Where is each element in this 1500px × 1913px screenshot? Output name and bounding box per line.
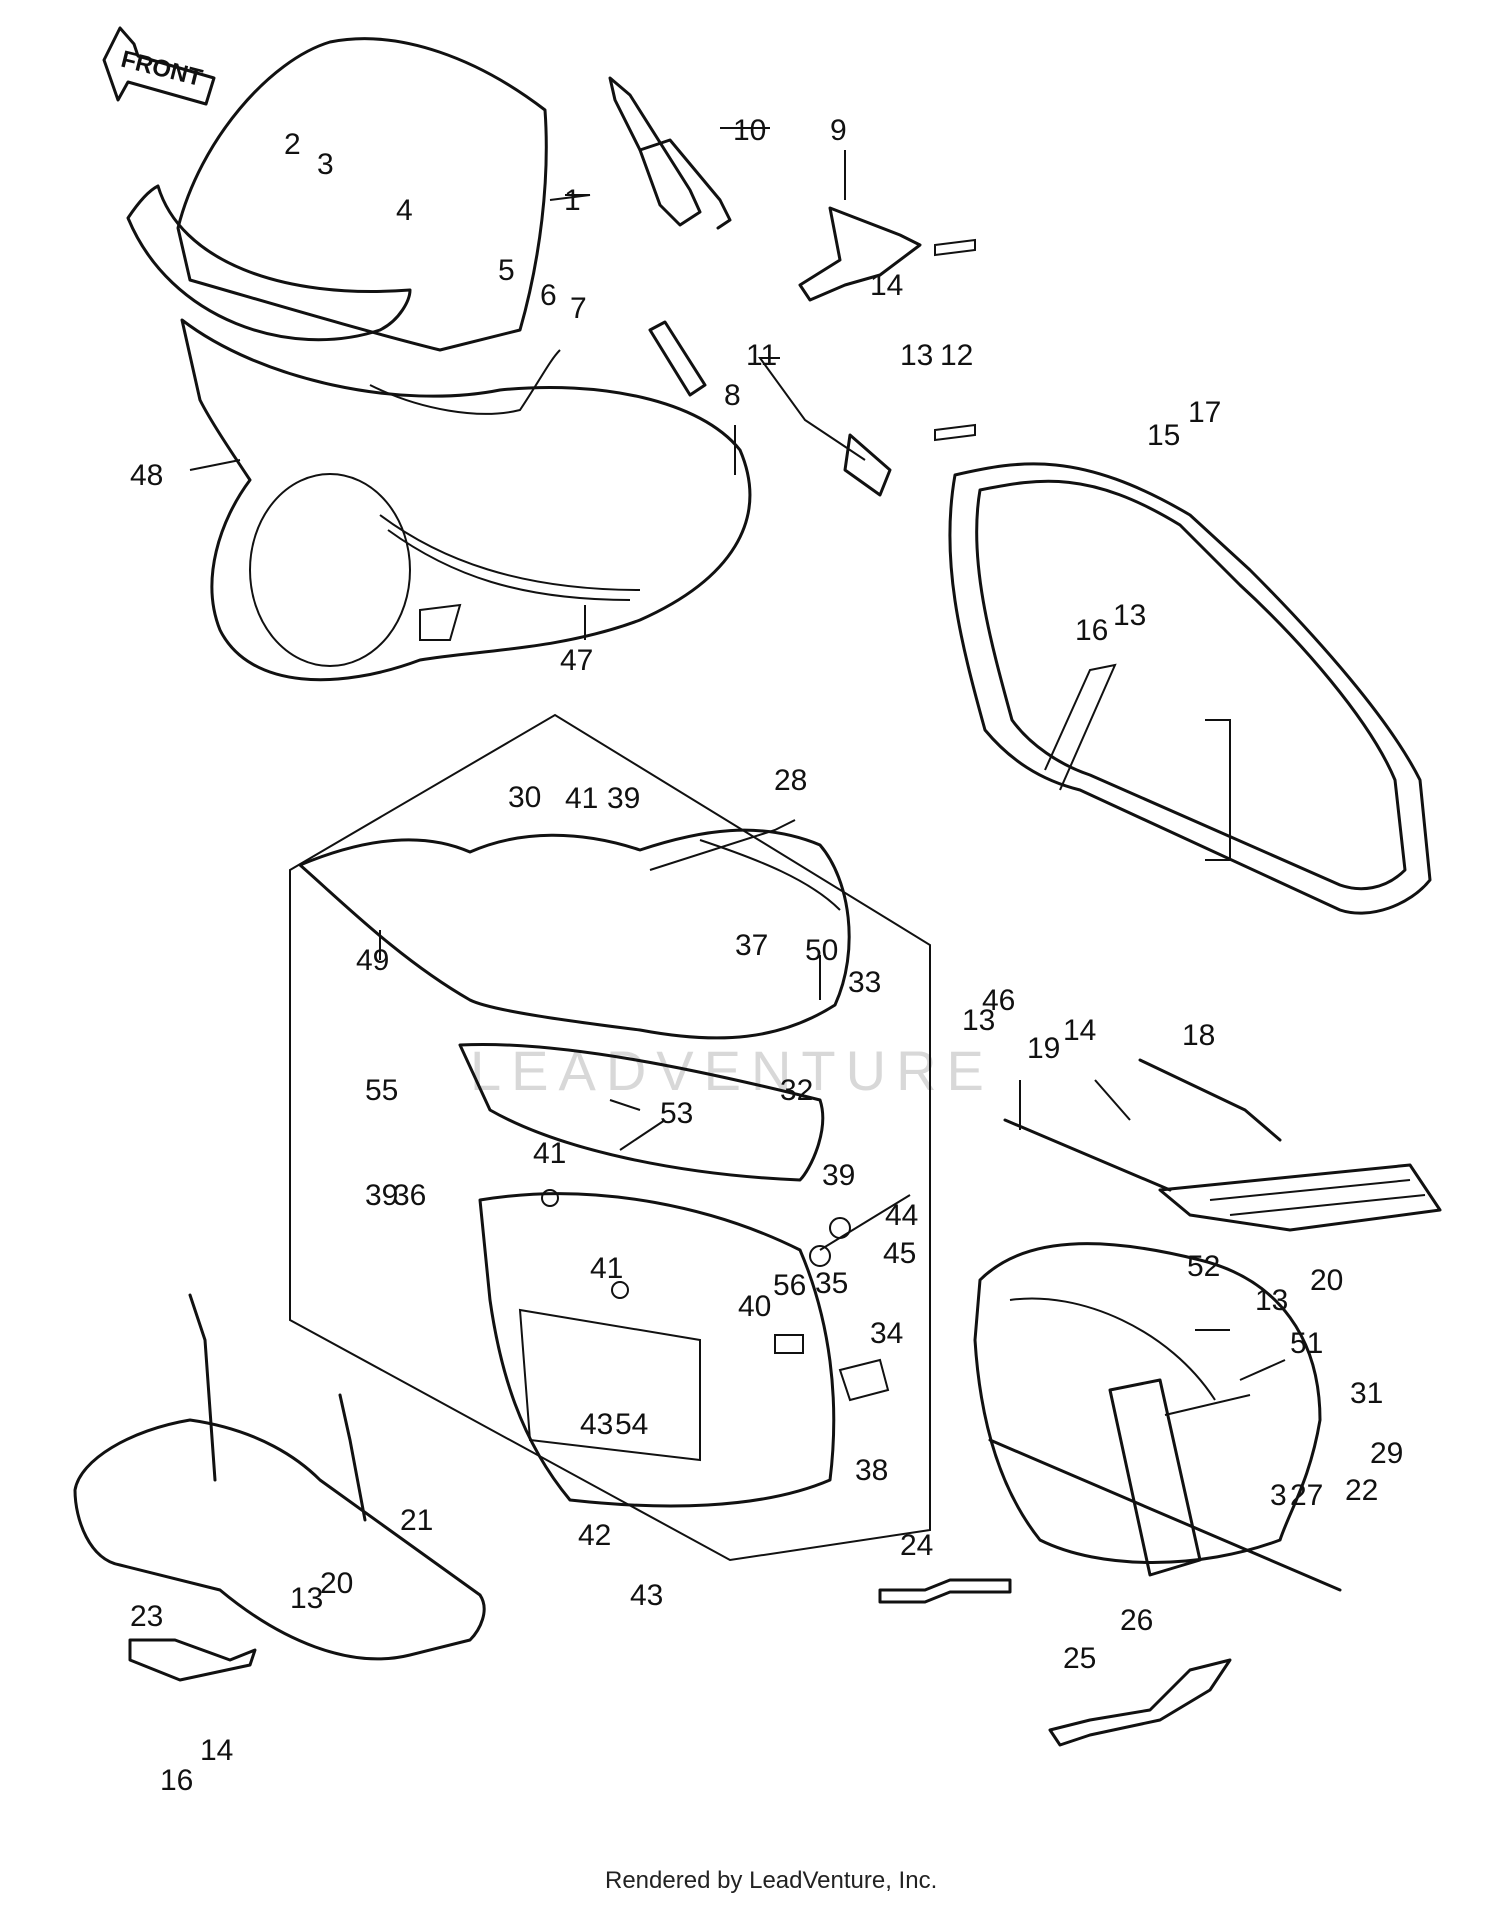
saddlebag-assembly bbox=[289, 713, 931, 1562]
callout-53: 53 bbox=[660, 1097, 693, 1130]
callout-54: 54 bbox=[615, 1408, 648, 1441]
callout-16a: 16 bbox=[1075, 614, 1108, 647]
callout-48: 48 bbox=[130, 459, 163, 492]
callout-23: 23 bbox=[130, 1600, 163, 1633]
callout-39a: 39 bbox=[607, 782, 640, 815]
callout-18: 18 bbox=[1182, 1019, 1215, 1052]
callout-31: 31 bbox=[1350, 1377, 1383, 1410]
callout-19: 19 bbox=[1027, 1032, 1060, 1065]
stay-10 bbox=[608, 76, 732, 230]
callout-46: 46 bbox=[982, 984, 1015, 1017]
callout-37: 37 bbox=[735, 929, 768, 962]
callout-29: 29 bbox=[1370, 1437, 1403, 1470]
callout-43a: 43 bbox=[580, 1408, 613, 1441]
saddlebag-assembled bbox=[973, 1242, 1342, 1592]
callout-27: 27 bbox=[1290, 1479, 1323, 1512]
callout-45: 45 bbox=[883, 1237, 916, 1270]
callout-44: 44 bbox=[885, 1199, 918, 1232]
callout-13a: 13 bbox=[900, 339, 933, 372]
bracket-25 bbox=[1048, 1658, 1232, 1747]
callout-39c: 39 bbox=[822, 1159, 855, 1192]
callout-41c: 41 bbox=[590, 1252, 623, 1285]
callout-35: 35 bbox=[815, 1267, 848, 1300]
callout-15: 15 bbox=[1147, 419, 1180, 452]
callout-30: 30 bbox=[508, 781, 541, 814]
callout-32: 32 bbox=[780, 1074, 813, 1107]
callout-20b: 20 bbox=[320, 1567, 353, 1600]
carrier-rack-18 bbox=[1003, 1058, 1442, 1232]
callout-12: 12 bbox=[940, 339, 973, 372]
collar-11 bbox=[648, 320, 892, 497]
callout-1: 1 bbox=[564, 184, 581, 217]
bracket-9 bbox=[798, 206, 922, 302]
callout-3: 3 bbox=[317, 148, 334, 181]
bolts-upper bbox=[934, 238, 976, 442]
callout-13b: 13 bbox=[1113, 599, 1146, 632]
callout-6: 6 bbox=[540, 279, 557, 312]
callout-17: 17 bbox=[1188, 396, 1221, 429]
callout-24: 24 bbox=[900, 1529, 933, 1562]
front-arrow-label: FRONT bbox=[118, 46, 205, 92]
front-arrow: FRONT bbox=[102, 26, 216, 106]
callout-20a: 20 bbox=[1310, 1264, 1343, 1297]
callout-3b: 3 bbox=[1270, 1479, 1287, 1512]
fairing-assembly bbox=[126, 37, 752, 682]
callout-42: 42 bbox=[578, 1519, 611, 1552]
callout-13e: 13 bbox=[290, 1582, 323, 1615]
callout-43b: 43 bbox=[630, 1579, 663, 1612]
callout-16b: 16 bbox=[160, 1764, 193, 1797]
callout-34: 34 bbox=[870, 1317, 903, 1350]
callout-13d: 13 bbox=[962, 1004, 995, 1037]
callout-4: 4 bbox=[396, 194, 413, 227]
callout-49: 49 bbox=[356, 944, 389, 977]
callout-10: 10 bbox=[733, 114, 766, 147]
callout-9: 9 bbox=[830, 114, 847, 147]
callout-14c: 14 bbox=[200, 1734, 233, 1767]
callout-28: 28 bbox=[774, 764, 807, 797]
callout-14a: 14 bbox=[870, 269, 903, 302]
callout-21: 21 bbox=[400, 1504, 433, 1537]
leader-lines bbox=[189, 127, 1286, 1416]
callout-7: 7 bbox=[570, 292, 587, 325]
callout-22: 22 bbox=[1345, 1474, 1378, 1507]
footer-credit: Rendered by LeadVenture, Inc. bbox=[605, 1867, 937, 1894]
callout-55: 55 bbox=[365, 1074, 398, 1107]
callout-25: 25 bbox=[1063, 1642, 1096, 1675]
callouts: 1 2 3 4 5 6 7 8 9 10 11 12 13 14 15 16 1… bbox=[130, 114, 1403, 1797]
bracket-23 bbox=[128, 1638, 257, 1682]
callout-8: 8 bbox=[724, 379, 741, 412]
callout-14b: 14 bbox=[1063, 1014, 1096, 1047]
callout-56: 56 bbox=[773, 1269, 806, 1302]
callout-41a: 41 bbox=[565, 782, 598, 815]
callout-52: 52 bbox=[1187, 1250, 1220, 1283]
callout-41b: 41 bbox=[533, 1137, 566, 1170]
callout-11: 11 bbox=[746, 339, 777, 372]
callout-26: 26 bbox=[1120, 1604, 1153, 1637]
callout-38: 38 bbox=[855, 1454, 888, 1487]
callout-39b: 39 bbox=[365, 1179, 398, 1212]
callout-40: 40 bbox=[738, 1290, 771, 1323]
guard-frame-15 bbox=[948, 462, 1432, 915]
callout-2: 2 bbox=[284, 128, 301, 161]
bracket-24 bbox=[878, 1578, 1012, 1604]
callout-5: 5 bbox=[498, 254, 515, 287]
callout-13c: 13 bbox=[1255, 1284, 1288, 1317]
callout-50: 50 bbox=[805, 934, 838, 967]
callout-51: 51 bbox=[1290, 1327, 1323, 1360]
lower-guard-21 bbox=[73, 1293, 486, 1661]
callout-47: 47 bbox=[560, 644, 593, 677]
callout-36: 36 bbox=[393, 1179, 426, 1212]
callout-33: 33 bbox=[848, 966, 881, 999]
